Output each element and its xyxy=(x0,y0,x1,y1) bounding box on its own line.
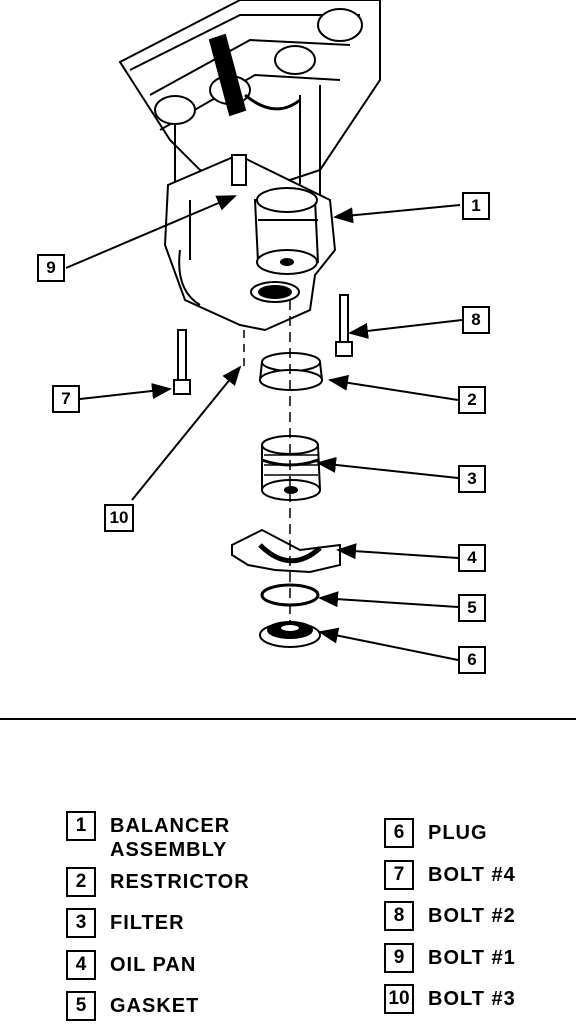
callout-6: 6 xyxy=(458,646,486,674)
callout-9: 9 xyxy=(37,254,65,282)
callout-3: 3 xyxy=(458,465,486,493)
legend-label: BOLT #2 xyxy=(428,905,516,927)
legend-item-10: 10 BOLT #3 xyxy=(384,984,516,1014)
callout-8: 8 xyxy=(462,306,490,334)
legend-number: 3 xyxy=(66,908,96,938)
legend-label: BOLT #3 xyxy=(428,988,516,1010)
callout-2: 2 xyxy=(458,386,486,414)
leader-6 xyxy=(318,627,459,661)
legend-label: PLUG xyxy=(428,822,488,844)
leader-9 xyxy=(65,195,237,269)
filter-part xyxy=(261,435,322,501)
leader-lines xyxy=(65,195,463,661)
callout-1: 1 xyxy=(462,192,490,220)
engine-block xyxy=(118,0,381,195)
legend-number: 6 xyxy=(384,818,414,848)
legend-number: 4 xyxy=(66,950,96,980)
callout-5: 5 xyxy=(458,594,486,622)
leader-1 xyxy=(333,204,461,224)
leader-4 xyxy=(336,543,459,560)
leader-3 xyxy=(316,456,459,479)
legend-number: 5 xyxy=(66,991,96,1021)
bolt-4 xyxy=(173,329,191,395)
legend-number: 1 xyxy=(66,811,96,841)
legend-label: RESTRICTOR xyxy=(110,871,250,893)
legend-item-9: 9 BOLT #1 xyxy=(384,943,516,973)
legend-number: 9 xyxy=(384,943,414,973)
legend-label: FILTER xyxy=(110,912,185,934)
legend-item-5: 5 GASKET xyxy=(66,991,199,1021)
restrictor-part xyxy=(258,352,324,391)
leader-10 xyxy=(131,365,242,501)
legend-item-4: 4 OIL PAN xyxy=(66,950,196,980)
leader-2 xyxy=(328,374,459,401)
legend-item-8: 8 BOLT #2 xyxy=(384,901,516,931)
legend-item-1: 1 BALANCER ASSEMBLY xyxy=(66,811,230,862)
balancer-assembly-part xyxy=(253,187,320,275)
legend-label: OIL PAN xyxy=(110,954,197,976)
leader-5 xyxy=(318,591,459,608)
legend-number: 8 xyxy=(384,901,414,931)
plug-part xyxy=(259,621,321,648)
section-divider xyxy=(0,718,576,720)
legend-item-6: 6 PLUG xyxy=(384,818,488,848)
legend-number: 7 xyxy=(384,860,414,890)
balancer-gear xyxy=(250,281,300,303)
legend-item-2: 2 RESTRICTOR xyxy=(66,867,250,897)
legend-label: BALANCER ASSEMBLY xyxy=(110,815,231,861)
legend-number: 10 xyxy=(384,984,414,1014)
callout-7: 7 xyxy=(52,385,80,413)
legend-number: 2 xyxy=(66,867,96,897)
leader-7 xyxy=(79,383,172,400)
legend-label: BOLT #4 xyxy=(428,864,516,886)
callout-4: 4 xyxy=(458,544,486,572)
legend-item-7: 7 BOLT #4 xyxy=(384,860,516,890)
callout-10: 10 xyxy=(104,504,134,532)
bolt-2 xyxy=(335,294,353,357)
leader-8 xyxy=(348,319,463,339)
exploded-view-illustration xyxy=(65,0,463,661)
legend-label: BOLT #1 xyxy=(428,947,516,969)
legend-label: GASKET xyxy=(110,995,200,1017)
legend-item-3: 3 FILTER xyxy=(66,908,185,938)
oil-pan-part xyxy=(231,528,341,574)
